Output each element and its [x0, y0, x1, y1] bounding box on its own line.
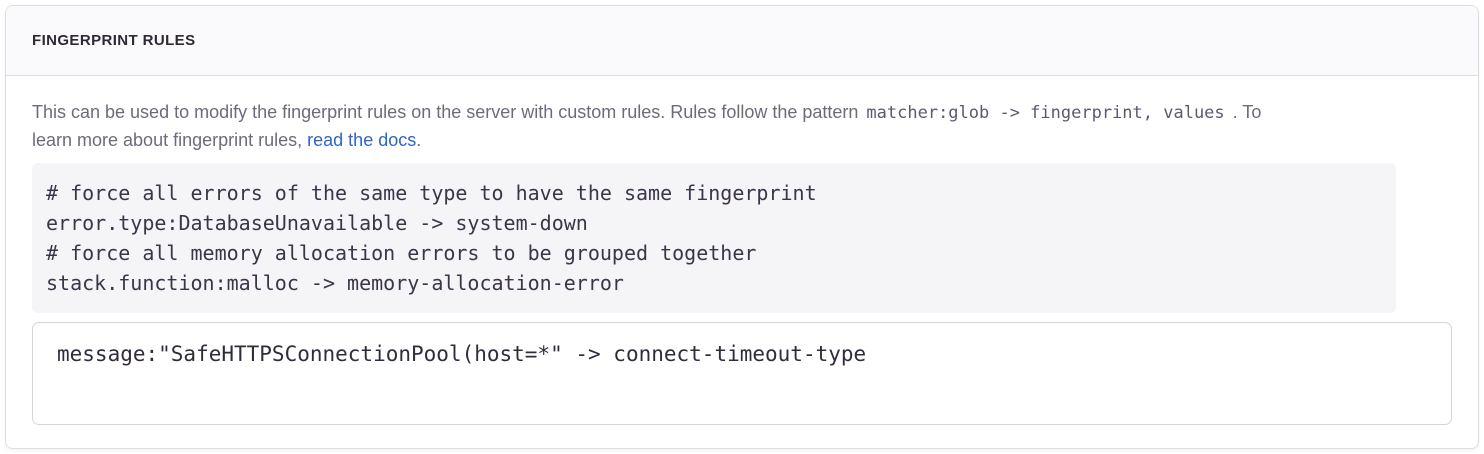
description-suffix: .	[416, 130, 422, 150]
description-text-after-code: . To	[1232, 102, 1262, 122]
description-line2-text: learn more about fingerprint rules,	[32, 130, 303, 150]
description: This can be used to modify the fingerpri…	[32, 99, 1452, 154]
panel-body: This can be used to modify the fingerpri…	[6, 76, 1478, 448]
pattern-inline-code: matcher:glob -> fingerprint, values	[866, 103, 1225, 123]
panel-title: FINGERPRINT RULES	[32, 32, 196, 49]
read-the-docs-link[interactable]: read the docs	[307, 130, 417, 150]
fingerprint-rules-textarea[interactable]: message:"SafeHTTPSConnectionPool(host=*"…	[32, 322, 1452, 425]
panel-header: FINGERPRINT RULES	[6, 6, 1478, 76]
example-rules-code-block: # force all errors of the same type to h…	[32, 163, 1396, 313]
description-text-before-code: This can be used to modify the fingerpri…	[32, 102, 859, 122]
fingerprint-rules-panel: FINGERPRINT RULES This can be used to mo…	[5, 5, 1479, 449]
